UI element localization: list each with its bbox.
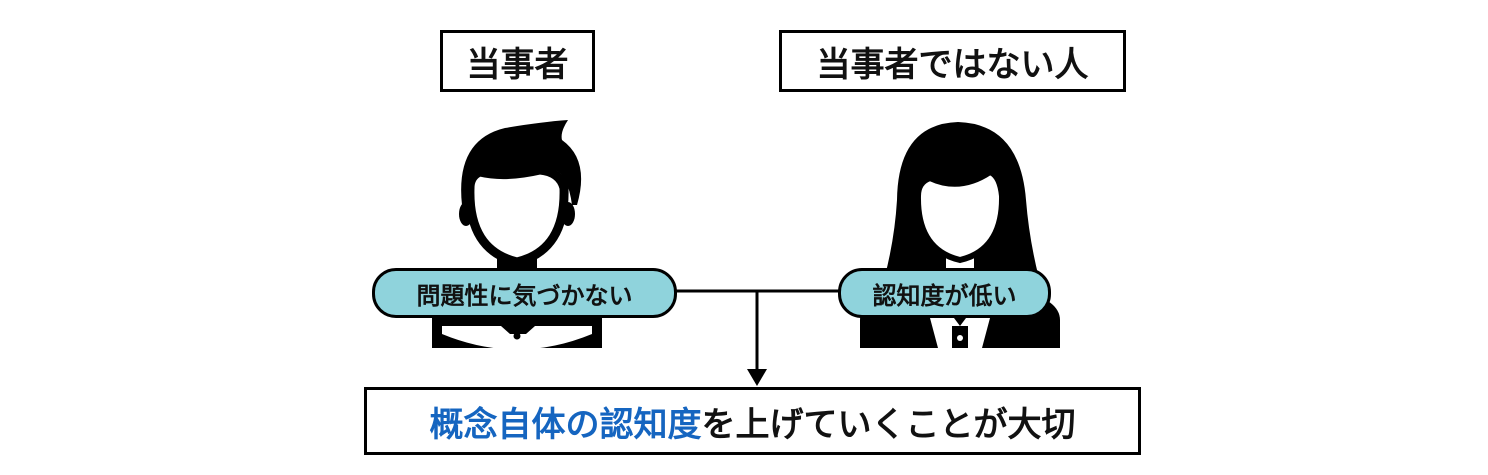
connector-lines [676, 289, 839, 386]
non-party-title: 当事者ではない人 [816, 44, 1089, 85]
conclusion-rest: を上げていくことが大切 [701, 404, 1076, 445]
conclusion-highlight: 概念自体の認知度 [429, 404, 702, 445]
non-party-title-box: 当事者ではない人 [779, 30, 1126, 92]
party-issue-label: 問題性に気づかない [372, 268, 677, 318]
arrow-head-icon [747, 369, 767, 386]
non-party-issue-label: 認知度が低い [838, 268, 1051, 318]
party-issue-text: 問題性に気づかない [416, 281, 633, 310]
party-title: 当事者 [466, 44, 569, 85]
conclusion-box: 概念自体の認知度を上げていくことが大切 [364, 387, 1141, 455]
non-party-issue-text: 認知度が低い [872, 281, 1017, 310]
man-avatar-icon [432, 120, 602, 350]
party-title-box: 当事者 [440, 30, 595, 92]
